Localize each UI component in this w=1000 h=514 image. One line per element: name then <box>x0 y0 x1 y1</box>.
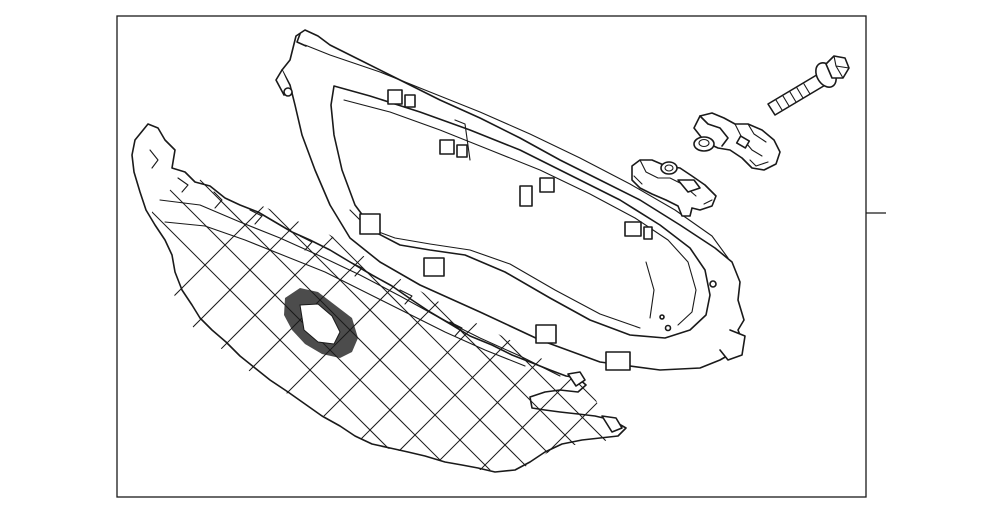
grille-support-frame <box>275 29 746 371</box>
mounting-bracket <box>631 159 717 217</box>
retainer-clip <box>693 112 781 171</box>
diagram-border <box>116 15 867 498</box>
mounting-bolt <box>767 55 850 116</box>
